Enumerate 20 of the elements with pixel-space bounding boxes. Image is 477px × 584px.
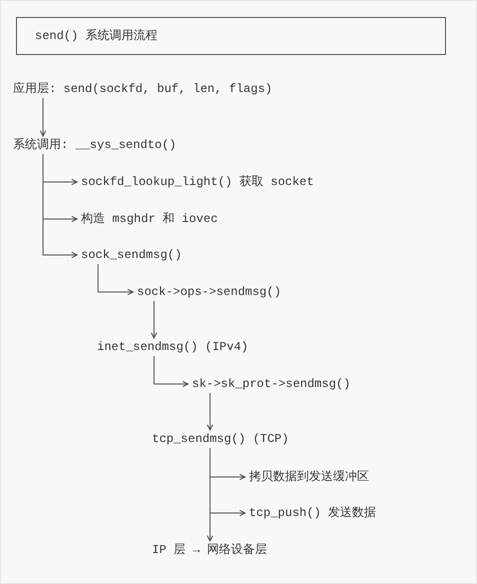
step-label: 拷贝数据到发送缓冲区 [249, 469, 369, 485]
title-box: send() 系统调用流程 [16, 17, 446, 55]
step-label: sock_sendmsg() [81, 247, 182, 263]
step-label: sk->sk_prot->sendmsg() [192, 376, 350, 392]
step-label: IP 层 → 网络设备层 [152, 542, 268, 558]
arrow [40, 98, 46, 137]
step-label: 系统调用: __sys_sendto() [13, 137, 176, 153]
step-label: tcp_sendmsg() (TCP) [152, 431, 289, 447]
step-label: sock->ops->sendmsg() [137, 284, 282, 300]
step-label: 应用层: send(sockfd, buf, len, flags) [13, 81, 272, 97]
arrow [98, 264, 134, 296]
step-label: sockfd_lookup_light() 获取 socket [81, 174, 314, 190]
step-label: inet_sendmsg() (IPv4) [97, 339, 248, 355]
arrow [206, 448, 214, 542]
step-label: tcp_push() 发送数据 [249, 505, 376, 521]
arrow [150, 300, 158, 339]
arrow [206, 392, 214, 431]
arrow [42, 154, 78, 258]
arrow [154, 356, 189, 388]
step-label: 构造 msghdr 和 iovec [81, 211, 218, 227]
